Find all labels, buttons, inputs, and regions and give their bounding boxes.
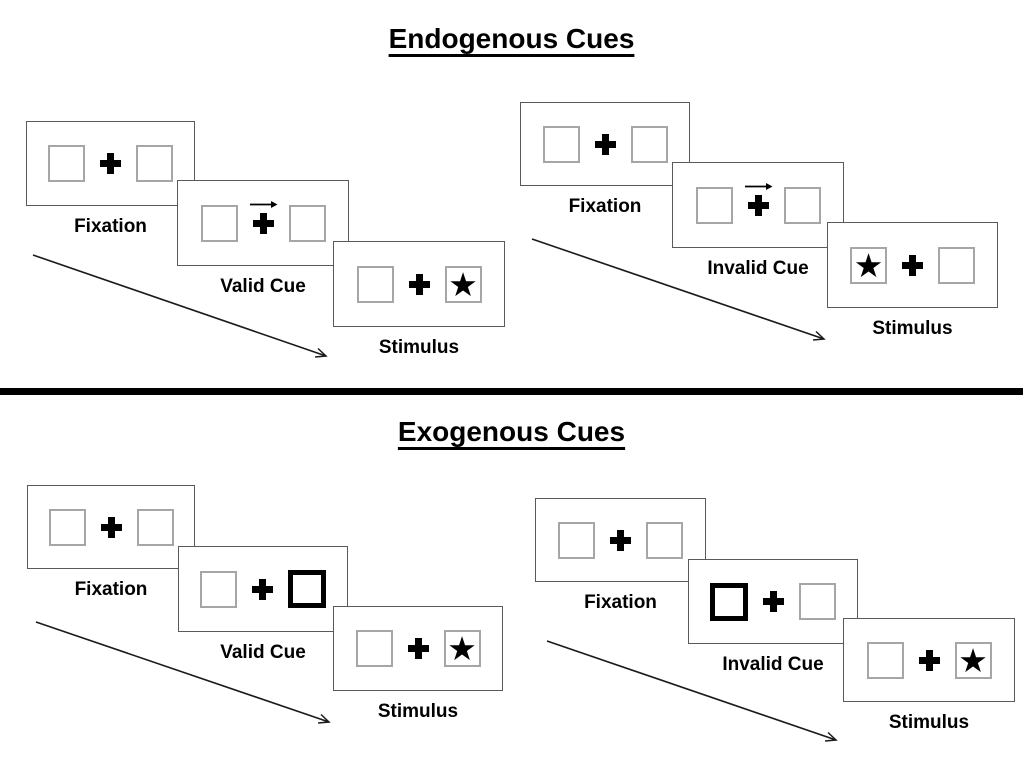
fixation-cross-icon: [100, 153, 121, 174]
panel-label: Fixation: [568, 196, 642, 217]
star-icon: ★: [447, 630, 477, 667]
fixation-cross-icon: [902, 254, 923, 276]
panel-label: Valid Cue: [220, 276, 306, 297]
panel-exo-invalid-fixation: Fixation: [535, 498, 706, 614]
panel-screen: [27, 485, 195, 569]
panel-screen: [177, 180, 349, 266]
left-placeholder-box: [48, 508, 86, 546]
left-placeholder-box: [48, 145, 85, 182]
panel-label: Fixation: [74, 579, 148, 600]
panel-endo-invalid-cue: Invalid Cue: [672, 162, 844, 280]
fixation-cross-icon: [249, 200, 277, 234]
cue-arrow-icon: [249, 200, 277, 208]
right-placeholder-box: [938, 246, 975, 284]
panel-exo-valid-cue: Valid Cue: [178, 546, 348, 664]
panel-label: Fixation: [74, 216, 147, 237]
fixation-cross-icon: [744, 182, 772, 216]
fixation-cross-icon: [610, 529, 631, 551]
panel-screen: [688, 559, 858, 644]
panel-endo-invalid-stimulus: ★ Stimulus: [827, 222, 998, 340]
section-title-endogenous: Endogenous Cues: [0, 23, 1023, 55]
left-placeholder-box: [695, 186, 733, 224]
panel-screen: [178, 546, 348, 632]
left-placeholder-box: [355, 630, 393, 667]
section-divider: [0, 388, 1023, 395]
panel-label: Stimulus: [888, 712, 970, 733]
cue-arrow-icon: [744, 182, 772, 190]
star-icon: ★: [853, 246, 884, 284]
panel-screen: ★: [333, 241, 505, 327]
right-placeholder-box: ★: [443, 630, 481, 667]
panel-label: Invalid Cue: [722, 654, 824, 675]
right-placeholder-box: [288, 204, 326, 242]
panel-label: Fixation: [584, 592, 657, 613]
star-icon: ★: [448, 265, 478, 303]
right-placeholder-box: ★: [444, 265, 482, 303]
fixation-cross-icon: [407, 638, 429, 659]
panel-label: Stimulus: [378, 337, 460, 358]
right-placeholder-box: ★: [954, 641, 992, 679]
panel-label: Stimulus: [377, 701, 459, 722]
panel-screen: ★: [827, 222, 998, 308]
panel-endo-invalid-fixation: Fixation: [520, 102, 690, 218]
section-title-text: Endogenous Cues: [388, 23, 635, 54]
panel-label: Valid Cue: [220, 642, 306, 663]
panel-endo-valid-stimulus: ★ Stimulus: [333, 241, 505, 359]
panel-screen: ★: [843, 618, 1015, 702]
panel-exo-valid-stimulus: ★ Stimulus: [333, 606, 503, 723]
fixation-cross-icon: [408, 273, 430, 295]
panel-screen: [520, 102, 690, 186]
panel-screen: [672, 162, 844, 248]
right-placeholder-box: [136, 145, 173, 182]
fixation-cross-icon: [918, 649, 940, 671]
left-placeholder-box: ★: [850, 246, 887, 284]
panel-endo-valid-cue: Valid Cue: [177, 180, 349, 298]
right-placeholder-box: [799, 583, 836, 620]
panel-screen: [26, 121, 195, 206]
panel-label: Invalid Cue: [707, 258, 809, 279]
fixation-cross-icon: [252, 578, 273, 600]
star-icon: ★: [958, 641, 988, 679]
left-placeholder-box: [356, 265, 394, 303]
left-placeholder-box: [200, 204, 238, 242]
panel-exo-valid-fixation: Fixation: [27, 485, 195, 601]
panel-screen: [535, 498, 706, 582]
panel-screen: ★: [333, 606, 503, 691]
right-placeholder-box: [136, 508, 174, 546]
left-placeholder-box: [866, 641, 904, 679]
fixation-cross-icon: [763, 591, 784, 612]
left-placeholder-box: [200, 570, 237, 608]
panel-label: Stimulus: [872, 318, 953, 339]
panel-exo-invalid-stimulus: ★ Stimulus: [843, 618, 1015, 734]
highlighted-cue-box: [288, 570, 326, 608]
right-placeholder-box: [783, 186, 821, 224]
fixation-cross-icon: [100, 516, 122, 538]
left-placeholder-box: [558, 521, 595, 559]
section-title-exogenous: Exogenous Cues: [0, 416, 1023, 448]
section-title-text: Exogenous Cues: [397, 416, 626, 447]
right-placeholder-box: [630, 125, 668, 163]
panel-exo-invalid-cue: Invalid Cue: [688, 559, 858, 676]
fixation-cross-icon: [594, 133, 616, 155]
panel-endo-valid-fixation: Fixation: [26, 121, 195, 238]
highlighted-cue-box: [710, 582, 748, 621]
right-placeholder-box: [646, 521, 683, 559]
left-placeholder-box: [542, 125, 580, 163]
